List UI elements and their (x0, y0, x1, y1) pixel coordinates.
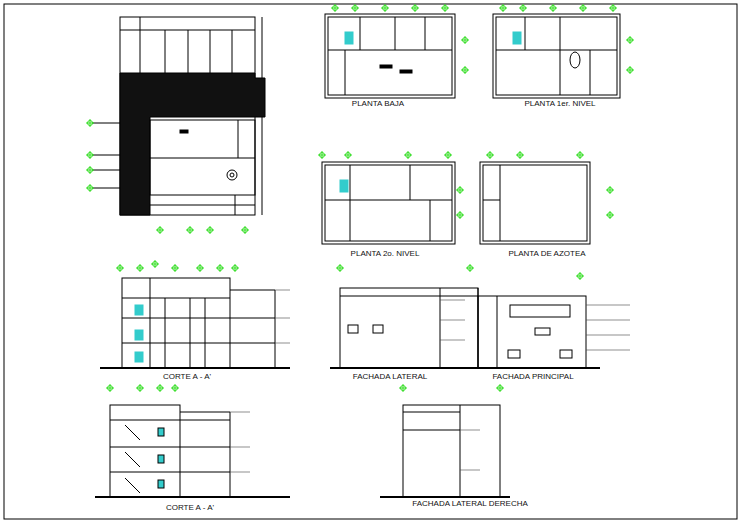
view-title: CORTE A - A' (161, 372, 213, 382)
view-title: PLANTA BAJA (350, 99, 406, 109)
view-title: CORTE A - A' (164, 503, 216, 513)
view-title: FACHADA LATERAL DERECHA (410, 499, 530, 509)
view-title: PLANTA 2o. NIVEL (349, 249, 422, 259)
view-title: PLANTA 1er. NIVEL (523, 99, 598, 109)
view-title: PLANTA DE AZOTEA (506, 249, 587, 259)
view-title: FACHADA PRINCIPAL (490, 372, 575, 382)
axis-markers (86, 4, 634, 392)
view-title: FACHADA LATERAL (351, 372, 430, 382)
